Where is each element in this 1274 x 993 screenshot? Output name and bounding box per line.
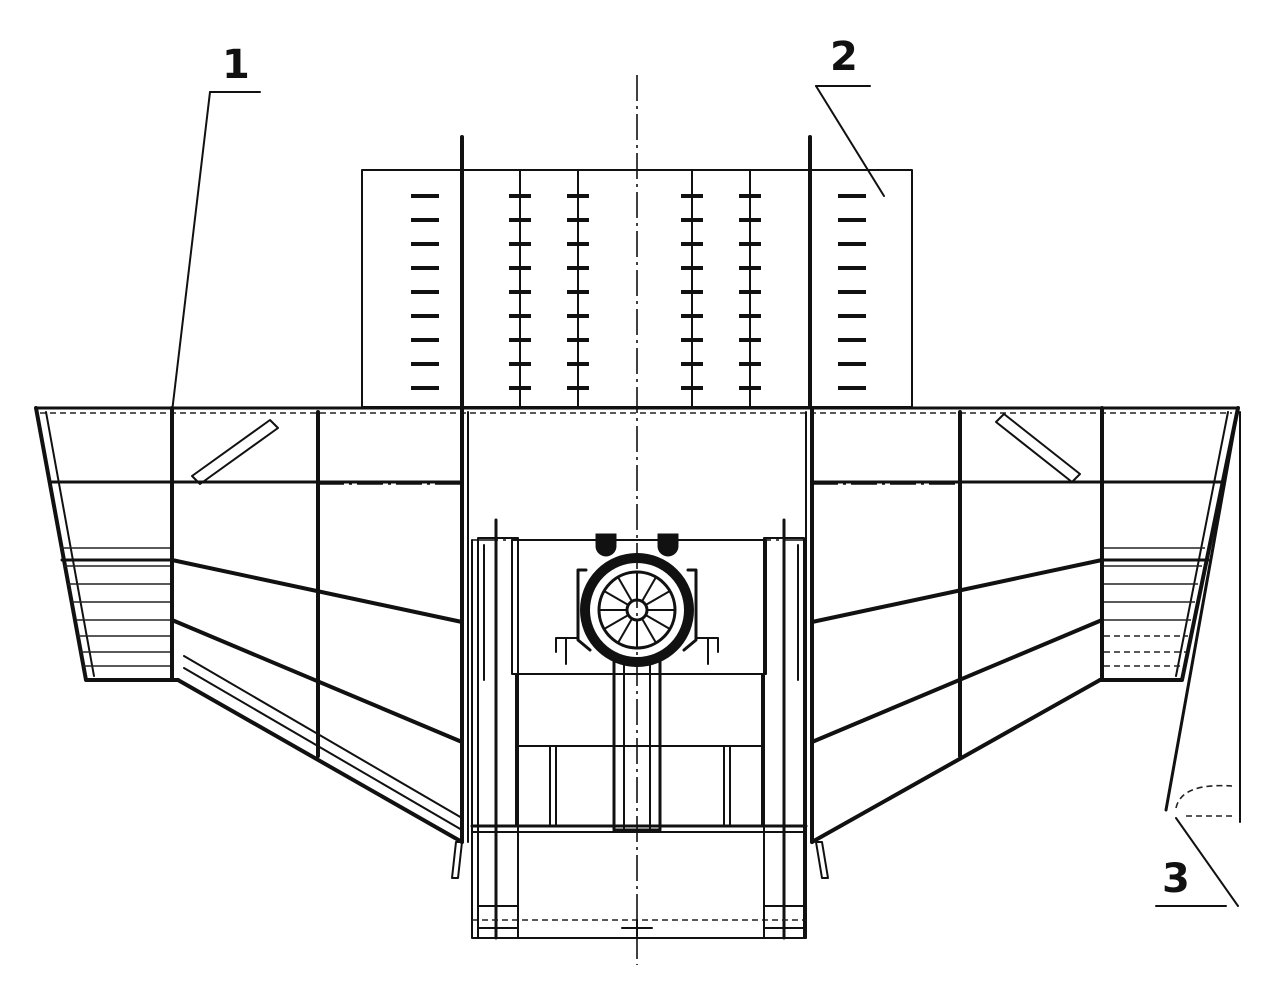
leader-line [171,91,211,413]
motor-right-bracket [682,568,698,652]
left-brace [191,419,279,485]
motor-wheel [555,533,719,667]
right-slope-member [810,618,1104,744]
arm-outer-line [1164,406,1240,812]
right-slope-member [810,678,1102,844]
right-brace [995,413,1081,483]
left-slope-inner [183,667,463,831]
wheel-spoke [603,614,629,630]
inner-mechanism [470,518,808,940]
label-1: 1 [222,42,250,88]
wheel-spoke [603,590,629,606]
leader-line-1 [171,91,261,413]
left-slope-member [170,558,464,624]
right-outer-side [1098,406,1240,682]
wheel-spoke [617,618,633,644]
wheel-spoke [641,618,657,644]
bottom-pivot [621,919,653,937]
left-foot [477,905,519,929]
left-slope-member [170,618,464,744]
wheel-spoke [641,576,657,602]
motor-left-clamp [555,637,579,665]
motor-right-clamp [695,637,719,665]
leader-line [1175,817,1239,907]
left-outer-inner-edge [45,411,95,677]
leader-line [815,85,885,197]
right-hook [815,841,829,879]
panel-tick-marks [411,194,866,390]
left-slope-member [176,678,464,844]
main-frame [34,406,1240,879]
wheel-spoke [617,576,633,602]
right-arm [1164,406,1241,823]
wheel-spoke [645,590,671,606]
right-foot [763,905,805,929]
left-guide-tube [477,537,519,939]
left-slope-inner [183,655,463,819]
arm-hidden-curve [1175,784,1233,809]
carriage-outline [471,539,807,939]
leader-line-2 [815,85,885,197]
label-2: 2 [830,34,858,80]
left-hook [451,841,463,879]
right-outer-inner-edge [1175,411,1229,677]
right-slope-member [810,558,1104,624]
left-outer-side [34,406,180,682]
leader-line-3 [1155,817,1239,907]
label-3: 3 [1162,856,1190,902]
motor-left-bracket [576,568,592,652]
wheel-spoke [645,614,671,630]
